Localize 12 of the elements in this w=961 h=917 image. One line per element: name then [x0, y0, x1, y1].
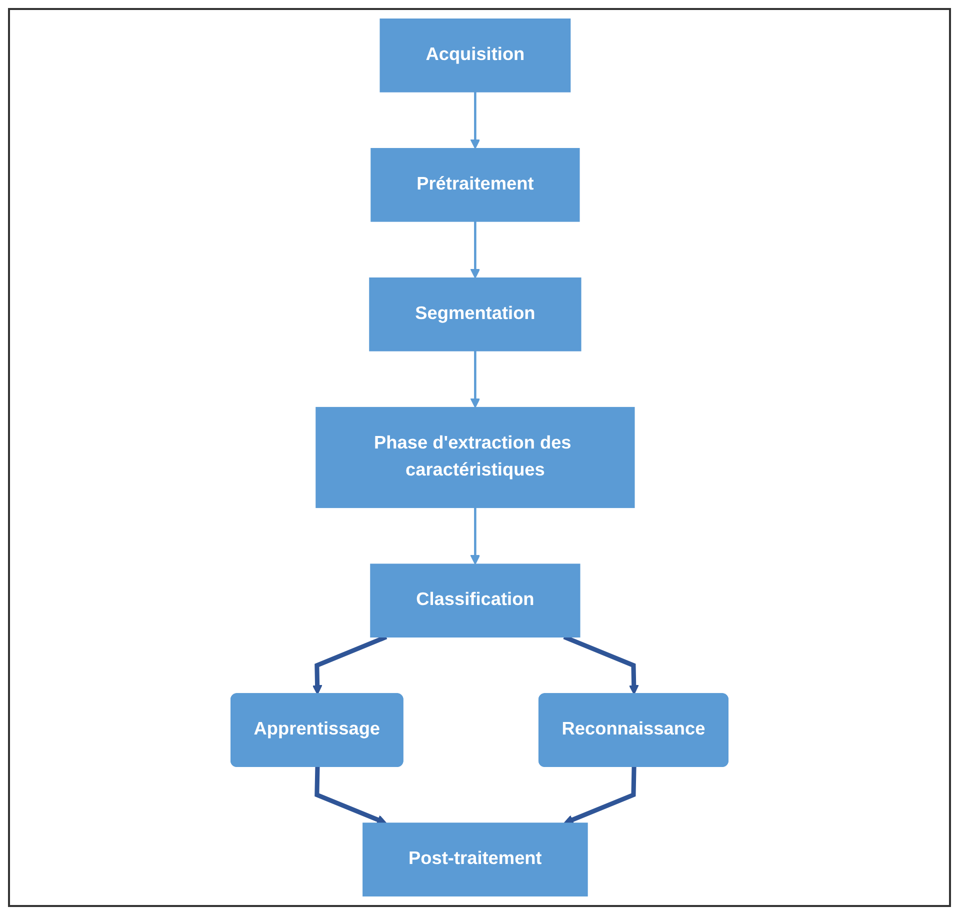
arrow	[470, 507, 480, 565]
node-box: Segmentation	[369, 277, 582, 352]
arrow	[470, 350, 480, 408]
node-box: Classification	[370, 564, 580, 638]
arrow	[470, 221, 480, 278]
arrow	[470, 92, 480, 150]
arrow	[314, 766, 387, 824]
arrow	[564, 766, 636, 824]
node-box: Prétraitement	[370, 148, 580, 222]
node-box: Acquisition	[380, 18, 571, 92]
node-box: Post-traitement	[362, 822, 588, 896]
node-box: Phase d'extraction des caractéristiques	[316, 406, 635, 508]
